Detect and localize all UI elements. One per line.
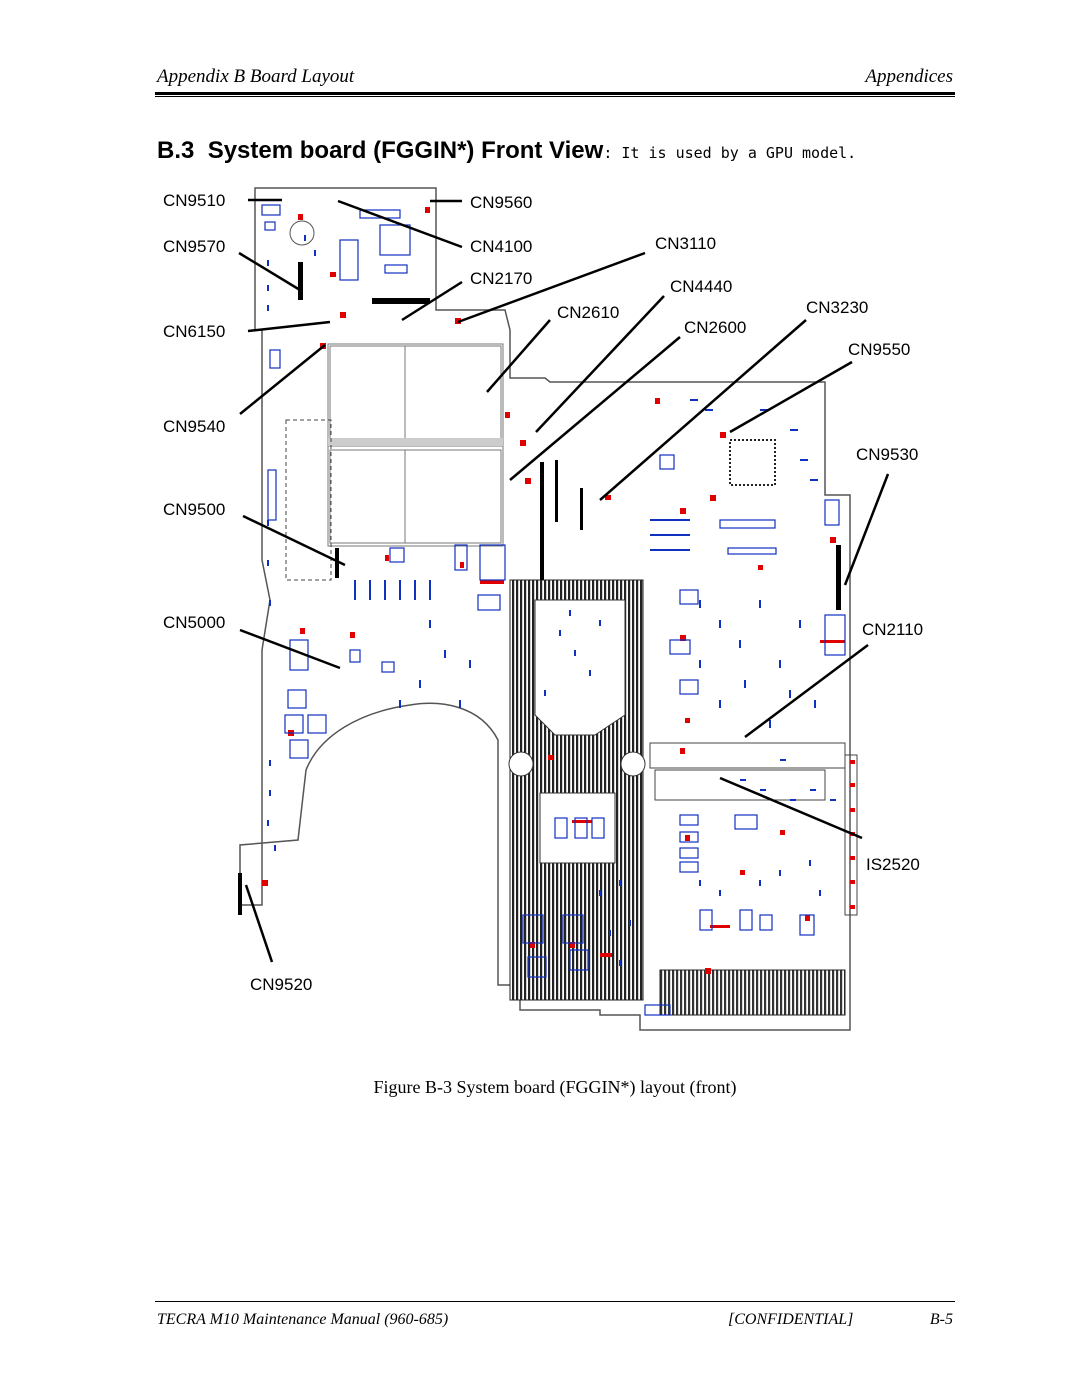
cpu-divider bbox=[328, 438, 503, 446]
label-cn2600: CN2600 bbox=[684, 318, 746, 337]
header-rule-thin bbox=[155, 96, 955, 97]
component-footprints bbox=[261, 204, 846, 1016]
label-cn9510: CN9510 bbox=[163, 191, 225, 210]
gpu-heatsink bbox=[508, 579, 646, 1001]
label-cn9500: CN9500 bbox=[163, 500, 225, 519]
section-heading: B.3 System board (FGGIN*) Front View: It… bbox=[157, 137, 856, 165]
header-rule bbox=[155, 92, 955, 95]
footer-manual-title: TECRA M10 Maintenance Manual (960-685) bbox=[157, 1311, 449, 1328]
label-cn2110: CN2110 bbox=[862, 620, 923, 639]
mounting-hole bbox=[289, 220, 315, 246]
footer-page-number: B-5 bbox=[929, 1311, 953, 1328]
board-layout-figure: CN9510 CN9560 CN9570 CN4100 CN3110 CN217… bbox=[163, 187, 923, 1031]
section-note: : It is used by a GPU model. bbox=[603, 144, 857, 162]
label-cn4100: CN4100 bbox=[470, 237, 532, 256]
section-title: System board (FGGIN*) Front View bbox=[207, 137, 604, 164]
label-cn2170: CN2170 bbox=[470, 269, 532, 288]
connectors bbox=[238, 262, 841, 915]
bottom-connector bbox=[659, 969, 846, 1016]
label-cn9560: CN9560 bbox=[470, 193, 532, 212]
label-cn9540: CN9540 bbox=[163, 417, 225, 436]
label-cn9550: CN9550 bbox=[848, 340, 910, 359]
label-cn2610: CN2610 bbox=[557, 303, 619, 322]
label-cn3110: CN3110 bbox=[655, 234, 716, 253]
label-cn4440: CN4440 bbox=[670, 277, 732, 296]
figure-caption: Figure B-3 System board (FGGIN*) layout … bbox=[373, 1077, 737, 1097]
leader-lines bbox=[238, 198, 890, 963]
label-cn5000: CN5000 bbox=[163, 613, 225, 632]
footer-rule bbox=[155, 1301, 955, 1302]
memory-slot-outline bbox=[285, 419, 332, 581]
qfp-chip bbox=[729, 439, 776, 486]
label-is2520: IS2520 bbox=[866, 855, 920, 874]
label-cn9530: CN9530 bbox=[856, 445, 918, 464]
passive-components bbox=[267, 235, 836, 966]
footer-confidential: [CONFIDENTIAL] bbox=[728, 1311, 854, 1328]
board-outline bbox=[239, 187, 851, 1031]
header-section-title: Appendix B Board Layout bbox=[157, 66, 355, 87]
label-cn9570: CN9570 bbox=[163, 237, 225, 256]
label-cn9520: CN9520 bbox=[250, 975, 312, 994]
header-chapter-title: Appendices bbox=[865, 66, 953, 87]
section-number: B.3 bbox=[157, 137, 195, 164]
connector-labels: CN9510 CN9560 CN9570 CN4100 CN3110 CN217… bbox=[163, 191, 923, 994]
label-cn3230: CN3230 bbox=[806, 298, 868, 317]
label-cn6150: CN6150 bbox=[163, 322, 225, 341]
